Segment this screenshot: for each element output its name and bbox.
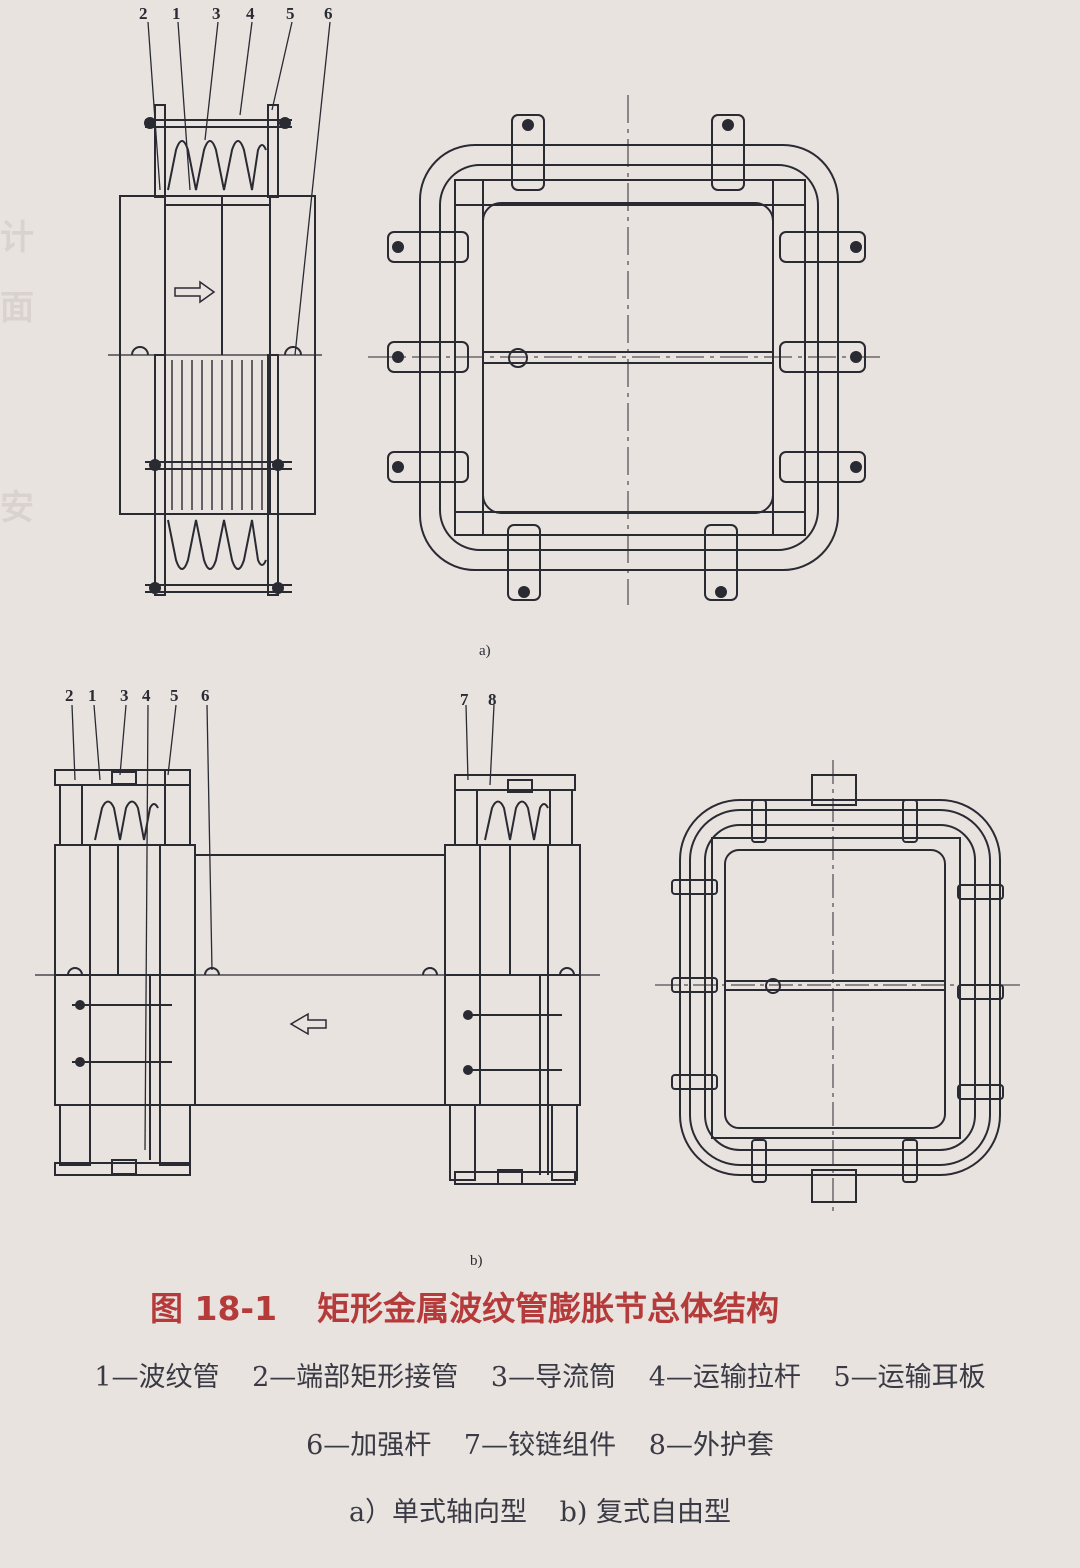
callout-b-8: 8 — [488, 690, 497, 709]
callout-b-7: 7 — [460, 690, 469, 709]
diagram-a — [108, 21, 880, 605]
callout-b-5: 5 — [170, 686, 179, 705]
legend-item: 2—端部矩形接管 — [252, 1362, 459, 1393]
legend-item: 4—运输拉杆 — [648, 1362, 801, 1393]
legend-item: a）单式轴向型 — [348, 1497, 528, 1528]
callout-b-6: 6 — [201, 686, 210, 705]
legend-item: 1—波纹管 — [94, 1362, 220, 1393]
callout-b-3: 3 — [120, 686, 129, 705]
legend-item: 8—外护套 — [648, 1430, 774, 1461]
callout-a-1: 1 — [172, 4, 181, 23]
callout-a-5: 5 — [286, 4, 295, 23]
diagram-b-front-view — [655, 760, 1020, 1215]
diagram-b — [35, 704, 1020, 1215]
sub-label-a: a) — [479, 643, 491, 659]
legend-line-1: 1—波纹管 2—端部矩形接管 3—导流筒 4—运输拉杆 5—运输耳板 — [0, 1355, 1080, 1394]
legend-item: b) 复式自由型 — [559, 1497, 732, 1528]
callout-b-4: 4 — [142, 686, 151, 705]
figure-number: 图 18-1 — [150, 1289, 278, 1328]
callout-b-2: 2 — [65, 686, 74, 705]
ghost-text: 计 — [0, 218, 34, 258]
callout-a-4: 4 — [246, 4, 255, 23]
diagram-a-front-view — [368, 95, 880, 605]
diagram-a-side-view — [108, 21, 331, 596]
legend-item: 7—铰链组件 — [463, 1430, 617, 1461]
diagram-b-side-view — [35, 704, 600, 1185]
callout-a-3: 3 — [212, 4, 221, 23]
callout-a-6: 6 — [324, 4, 333, 23]
legend-item: 6—加强杆 — [306, 1430, 432, 1461]
ghost-text: 面 — [0, 288, 34, 328]
legend-item: 5—运输耳板 — [833, 1362, 986, 1393]
legend-line-2: 6—加强杆 7—铰链组件 8—外护套 — [0, 1423, 1080, 1462]
figure-title: 矩形金属波纹管膨胀节总体结构 — [317, 1289, 780, 1328]
ghost-text: 安 — [0, 488, 34, 528]
figure-caption-title: 图 18-1 矩形金属波纹管膨胀节总体结构 — [150, 1282, 910, 1330]
callout-a-2: 2 — [139, 4, 148, 23]
callout-b-1: 1 — [88, 686, 97, 705]
legend-line-3: a）单式轴向型 b) 复式自由型 — [0, 1490, 1080, 1529]
sub-label-b: b) — [470, 1253, 483, 1269]
legend-item: 3—导流筒 — [490, 1362, 617, 1393]
